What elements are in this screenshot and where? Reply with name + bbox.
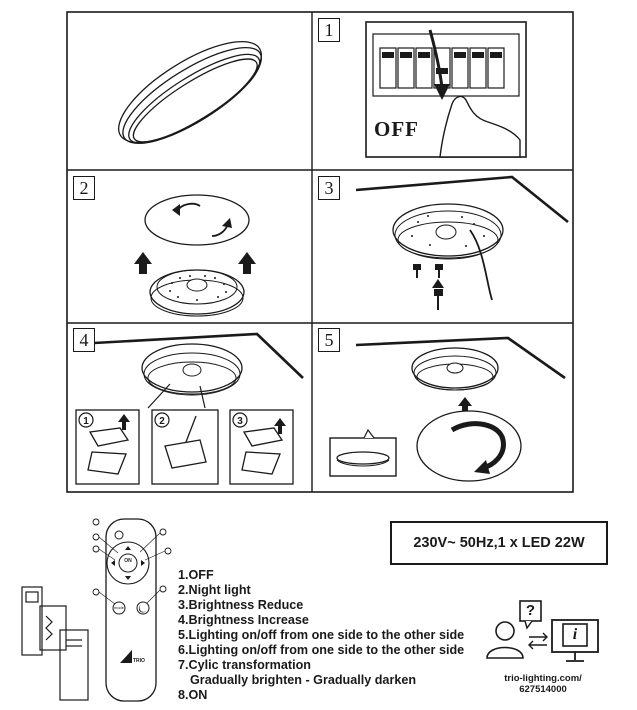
monitor-icon — [551, 619, 599, 662]
step-number: 5 — [318, 328, 340, 352]
led-dots — [169, 275, 227, 301]
brand-mark: TRIO — [133, 658, 145, 664]
legend-item: 3.Brightness Reduce — [178, 598, 304, 612]
legend-item: 4.Brightness Increase — [178, 613, 309, 627]
spec-label: 230V~ 50Hz,1 x LED 22W — [390, 521, 608, 565]
on-button: ON — [124, 558, 132, 564]
mode-button: mode — [113, 605, 124, 610]
legend-item: 5.Lighting on/off from one side to the o… — [178, 628, 465, 642]
support-url-line: trio-lighting.com/ — [504, 673, 582, 684]
svg-text:3: 3 — [237, 416, 243, 427]
legend-item: 6.Lighting on/off from one side to the o… — [178, 643, 465, 657]
svg-text:1: 1 — [83, 416, 89, 427]
legend-item: 1.OFF — [178, 568, 214, 582]
support-url: trio-lighting.com/ 627514000 — [478, 673, 608, 695]
step-number: 4 — [73, 328, 95, 352]
step-number: 3 — [318, 176, 340, 200]
legend-item: 7.Cylic transformation — [178, 658, 311, 672]
step-number: 2 — [73, 176, 95, 200]
svg-text:2: 2 — [159, 416, 165, 427]
step-number: 1 — [318, 18, 340, 42]
info-mark: i — [572, 626, 578, 643]
question-mark: ? — [525, 602, 536, 619]
legend-item: 2.Night light — [178, 583, 251, 597]
off-label: OFF — [374, 117, 419, 141]
legend-item: Gradually brighten - Gradually darken — [190, 673, 417, 687]
person-icon — [486, 621, 524, 659]
legend-item: 8.ON — [178, 688, 208, 702]
support-url-line: 627514000 — [519, 684, 567, 695]
remote-legend: 1.OFF 2.Night light 3.Brightness Reduce … — [178, 568, 464, 703]
